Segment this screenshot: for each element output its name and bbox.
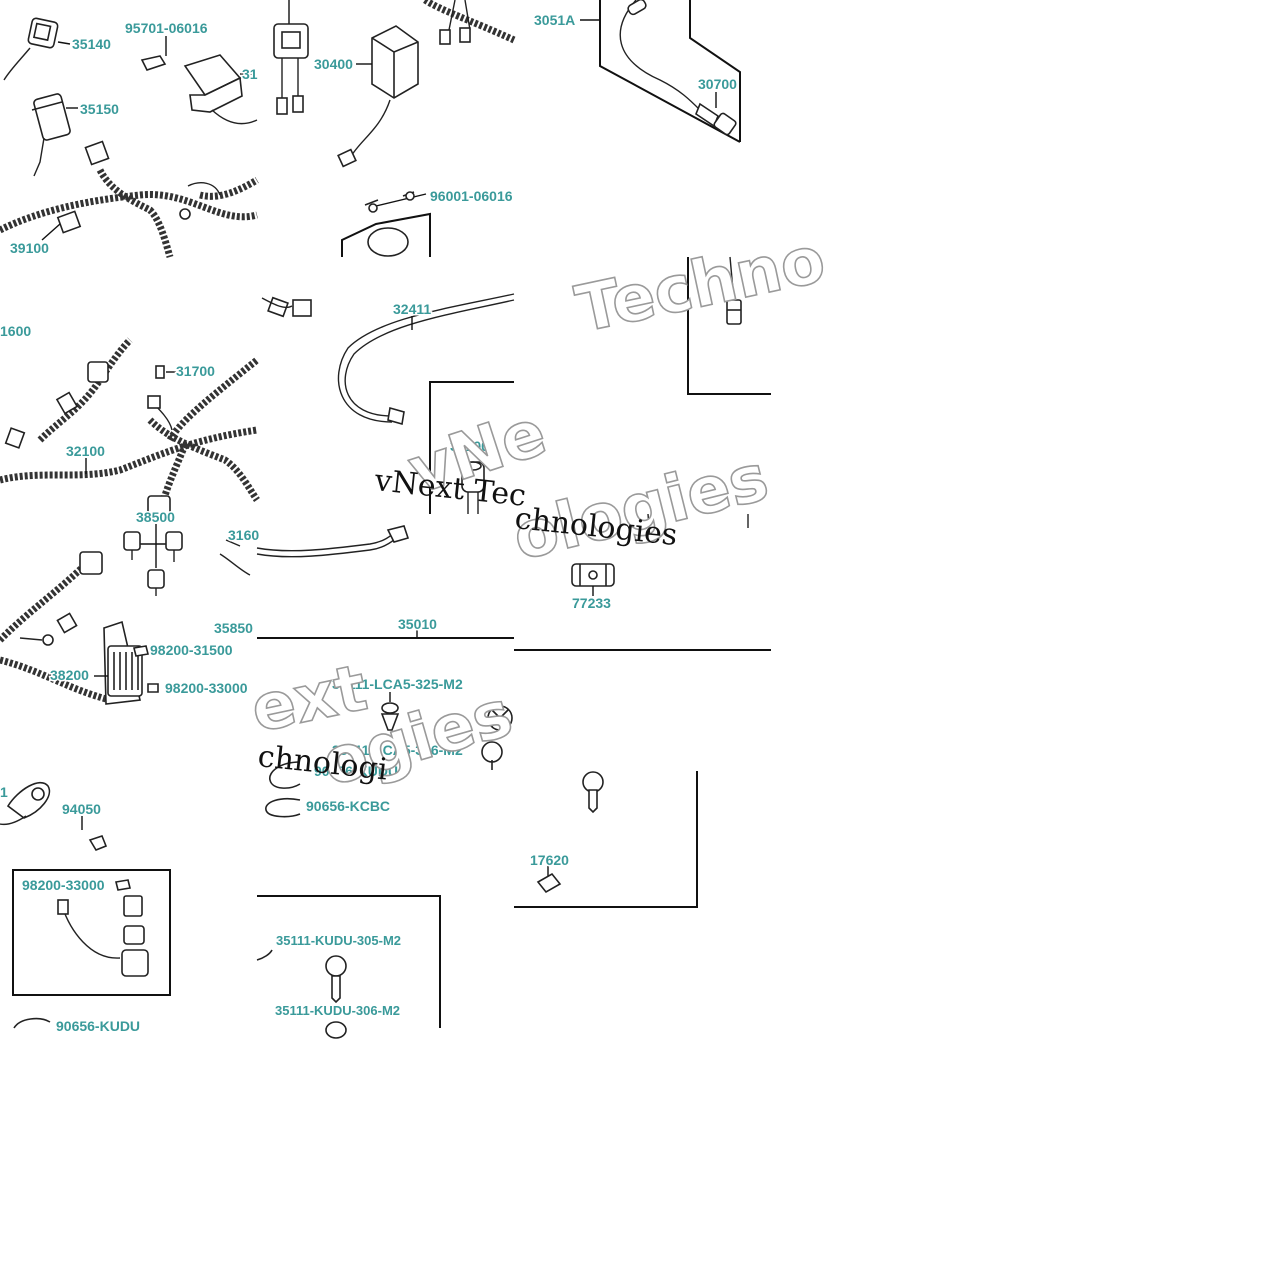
label-90656-KUDU-a: 90656-KUDU <box>314 763 398 779</box>
label-35111-KUDU-305-M2: 35111-KUDU-305-M2 <box>276 933 401 948</box>
label-98200-33000-b: 98200-33000 <box>22 877 105 893</box>
label-17620: 17620 <box>530 852 569 868</box>
label-31: 31 <box>242 66 258 82</box>
label-31700: 31700 <box>176 363 215 379</box>
label-35150: 35150 <box>80 101 119 117</box>
label-35850: 35850 <box>214 620 253 636</box>
label-95701-06016: 95701-06016 <box>125 20 208 36</box>
label-35100: 35100 <box>450 438 489 454</box>
tile-8-keyset: 35010 35111-LCA5-325-M2 35111-LCA5-326-M… <box>256 525 514 818</box>
part-31-drawing <box>183 54 258 125</box>
part-cdi-small-drawing <box>273 23 309 115</box>
tile-7-fusebox: 38500 3160 35850 98200-31500 38200 98200… <box>0 508 261 705</box>
label-35111-LCA5-325-M2: 35111-LCA5-325-M2 <box>332 676 463 692</box>
part-94050-drawing <box>81 816 108 851</box>
part-98200-33000-relay <box>57 879 149 977</box>
label-32100: 32100 <box>66 443 105 459</box>
tile-9-plug: 77233 <box>514 513 771 651</box>
part-35100-drawing <box>461 461 485 514</box>
label-90656-KCBC: 90656-KCBC <box>306 798 390 814</box>
part-38200-fusebox <box>94 620 159 705</box>
part-key-blank <box>582 771 604 814</box>
label-98200-33000-a: 98200-33000 <box>165 680 248 696</box>
label-30400: 30400 <box>314 56 353 72</box>
part-38500-drawing <box>123 524 183 596</box>
label-30700: 30700 <box>698 76 737 92</box>
label-77233: 77233 <box>572 595 611 611</box>
label-1600: 1600 <box>0 323 31 339</box>
tile-12-key-blank: 17620 <box>514 771 698 908</box>
label-32411: 32411 <box>393 301 431 317</box>
label-35111-LCA5-326-M2: 35111-LCA5-326-M2 <box>332 742 463 758</box>
label-1: 1 <box>0 784 8 800</box>
tile-2-cdi: 30400 96001-06016 <box>273 0 516 257</box>
label-3160: 3160 <box>228 527 259 543</box>
part-32411-cable <box>337 293 515 426</box>
watermark-techno: Techno <box>570 223 831 348</box>
label-96001-06016: 96001-06016 <box>430 188 513 204</box>
watermark-layer: Techno vNe ologies ext ogies vNext Tec c… <box>244 222 832 802</box>
part-35111-KUDU-keys <box>325 955 347 1039</box>
part-35150-drawing <box>31 93 78 177</box>
label-98200-31500: 98200-31500 <box>150 642 233 658</box>
part-90656-clips <box>265 761 301 818</box>
part-17620-drawing <box>536 866 562 894</box>
label-35010: 35010 <box>398 616 437 632</box>
label-35140: 35140 <box>72 36 111 52</box>
label-94050: 94050 <box>62 801 101 817</box>
tile-1-harness-left: 35140 95701-06016 31 35150 39100 <box>0 17 259 258</box>
tile-10-relay: 1 94050 98200-33000 90656-KUDU <box>0 781 171 1036</box>
part-39100-harness <box>0 140 259 258</box>
tile-4-main-harness: 1600 31700 32100 <box>0 322 260 515</box>
part-35140-drawing <box>3 17 71 81</box>
part-30400-drawing <box>337 25 419 168</box>
tile-11-keys-kudu: 35111-KUDU-305-M2 35111-KUDU-306-M2 <box>256 895 441 1039</box>
label-35111-KUDU-306-M2: 35111-KUDU-306-M2 <box>275 1003 400 1018</box>
part-95701-drawing <box>140 36 167 71</box>
label-38200: 38200 <box>50 667 89 683</box>
tile-5-cable: 32411 35100 <box>261 293 515 514</box>
part-77233-drawing <box>571 563 615 596</box>
tile-6-connector <box>687 256 771 395</box>
part-96001-drawing <box>341 191 431 257</box>
tile-3-sensor: 3051A 30700 <box>533 0 741 143</box>
label-3051A: 3051A <box>534 12 575 28</box>
part-30700-drawing <box>619 0 737 136</box>
label-38500: 38500 <box>136 509 175 525</box>
part-35111-LCA5-keys <box>380 692 513 770</box>
label-39100: 39100 <box>10 240 49 256</box>
label-90656-KUDU-b: 90656-KUDU <box>56 1018 140 1034</box>
